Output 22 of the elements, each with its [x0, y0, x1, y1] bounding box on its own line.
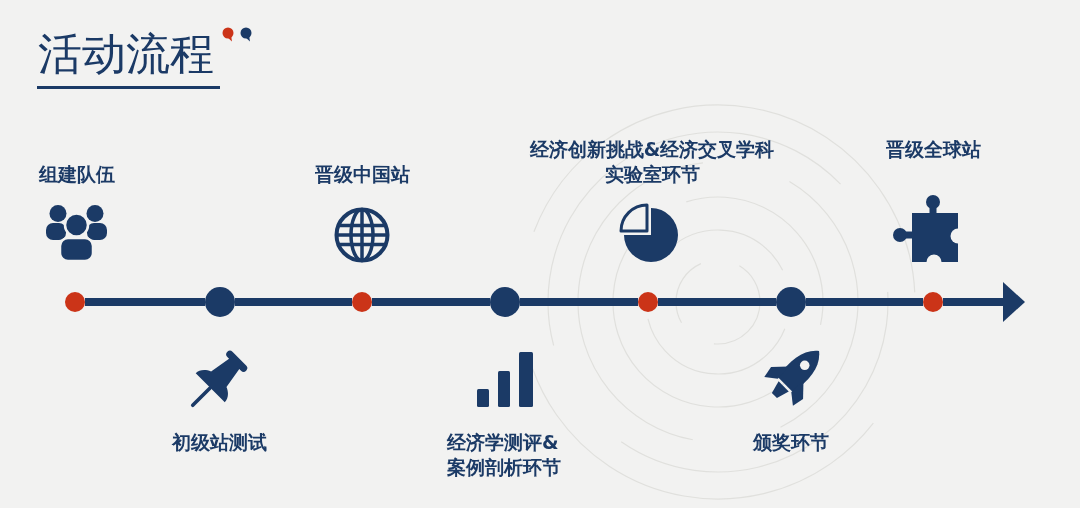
stage-label: 经济创新挑战&经济交叉学科实验室环节	[528, 137, 776, 187]
timeline-line	[372, 298, 490, 306]
stage-label: 初级站测试	[171, 430, 267, 455]
timeline-arrow	[943, 282, 1025, 322]
milestone-dot	[638, 292, 658, 312]
timeline-line	[520, 298, 638, 306]
timeline-line	[85, 298, 205, 306]
timeline-line	[806, 298, 923, 306]
milestone-dot	[776, 287, 806, 317]
timeline-line	[235, 298, 352, 306]
stage-label: 晋级中国站	[314, 162, 410, 187]
milestone-dot	[923, 292, 943, 312]
stage-label: 经济学测评&案例剖析环节	[447, 430, 563, 480]
stage-label: 晋级全球站	[885, 137, 981, 162]
milestone-dot	[205, 287, 235, 317]
stage-label: 组建队伍	[39, 162, 115, 187]
stage-label: 颁奖环节	[753, 430, 829, 455]
milestone-dot	[65, 292, 85, 312]
timeline-line	[658, 298, 776, 306]
milestone-dot	[490, 287, 520, 317]
diagram-title: 活动流程	[37, 29, 220, 89]
milestone-dot	[352, 292, 372, 312]
